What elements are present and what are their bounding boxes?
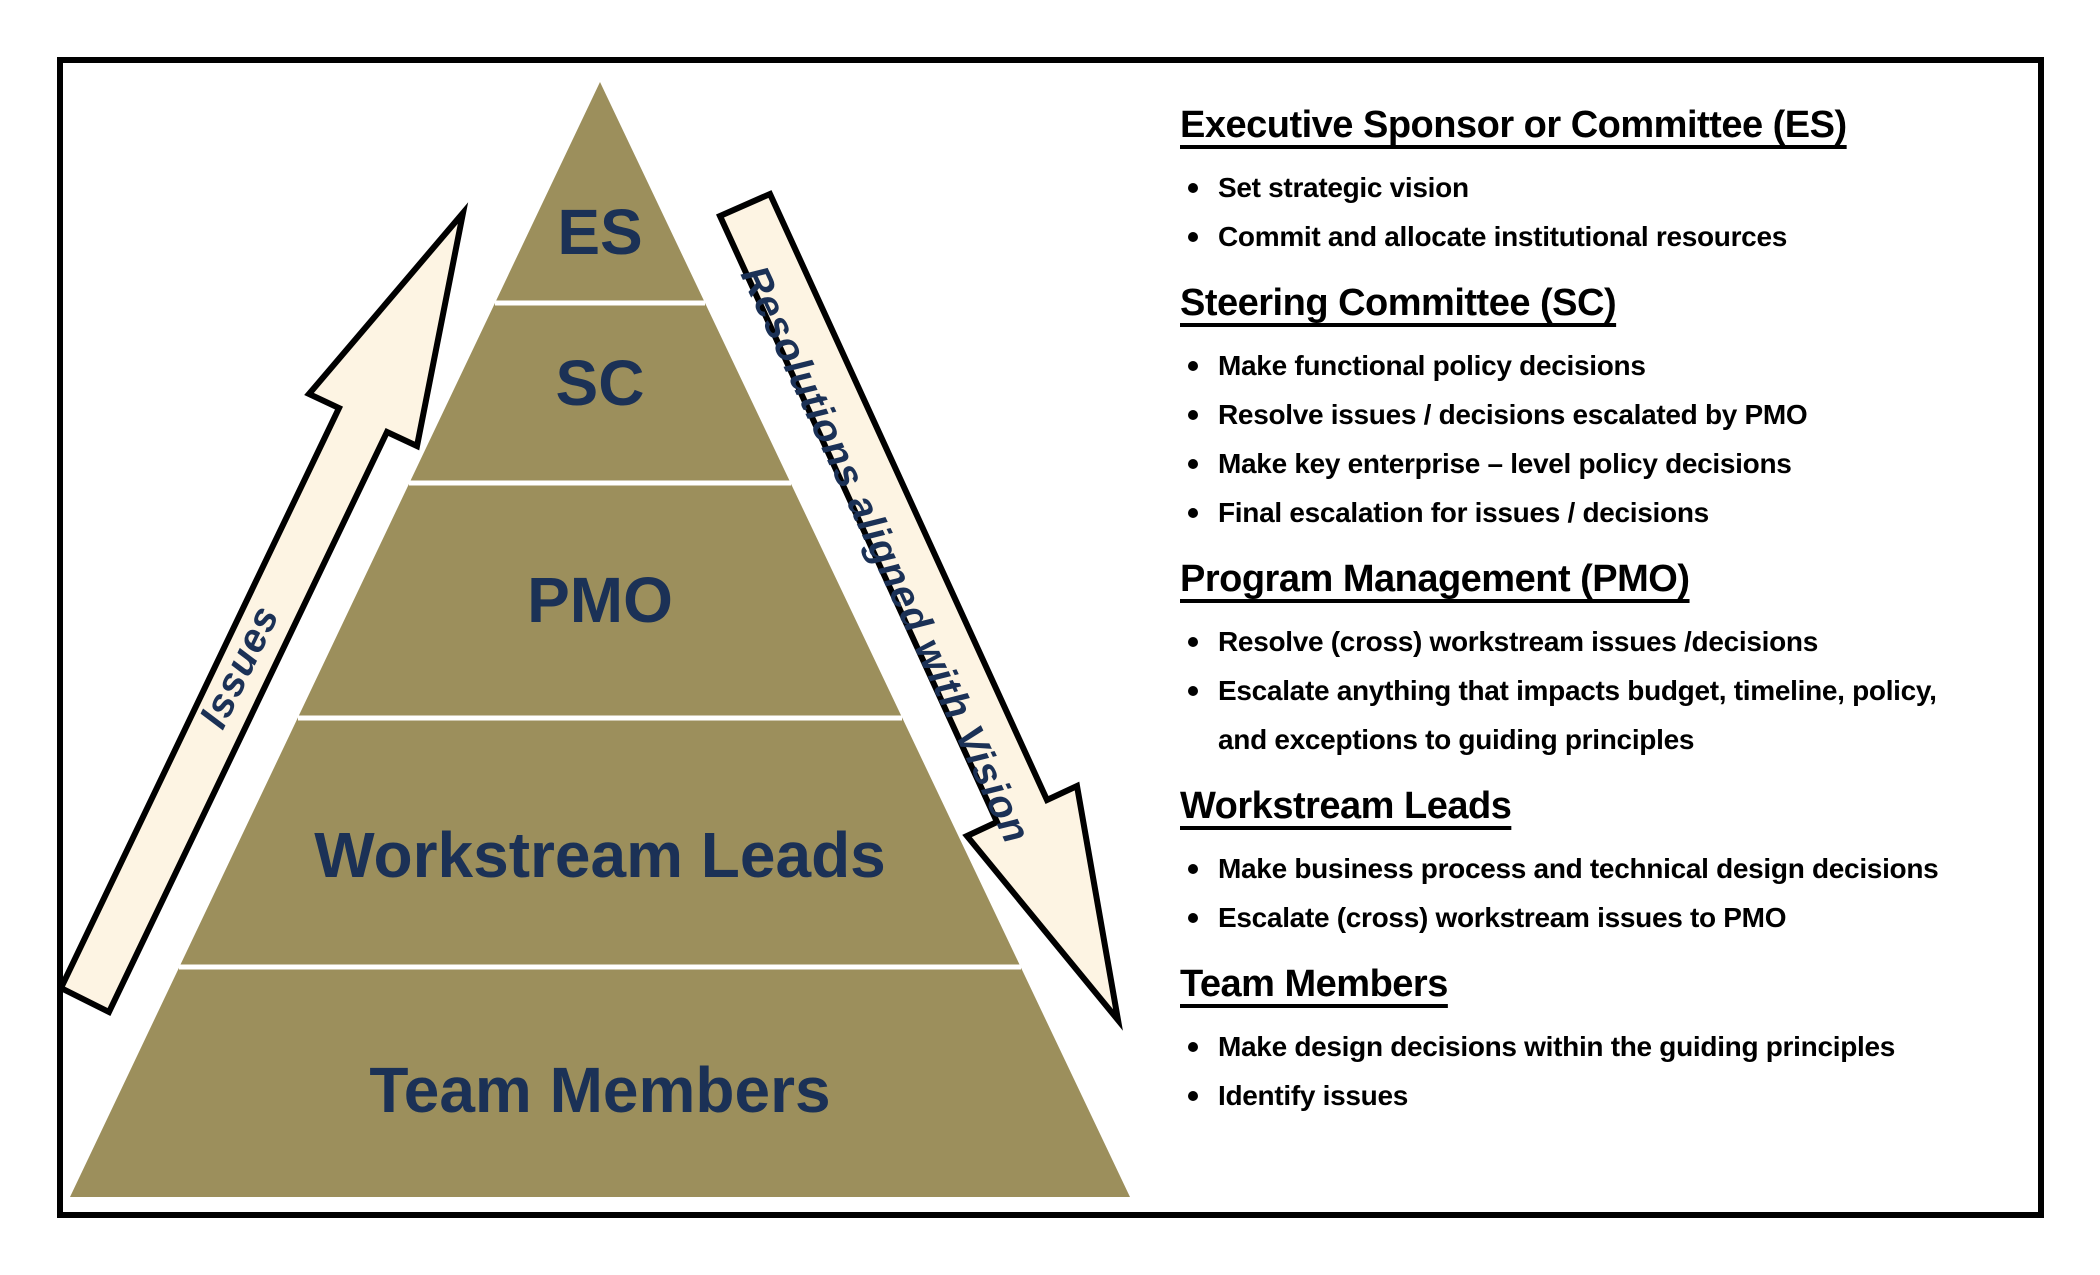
role-section-bullets: Resolve (cross) workstream issues /decis… — [1180, 617, 1990, 764]
pyramid — [70, 82, 1130, 1197]
role-bullet: Make design decisions within the guiding… — [1180, 1022, 1990, 1071]
resolutions-arrow — [716, 190, 1123, 1031]
role-bullet: Make business process and technical desi… — [1180, 844, 1990, 893]
role-section: Executive Sponsor or Committee (ES) Set … — [1180, 95, 1990, 261]
responsibilities-panel: Executive Sponsor or Committee (ES) Set … — [1180, 95, 1990, 1120]
role-section-heading: Workstream Leads — [1180, 785, 1512, 827]
role-bullet: Resolve issues / decisions escalated by … — [1180, 390, 1990, 439]
pyramid-level-label-pmo: PMO — [527, 564, 673, 636]
role-section: Team Members Make design decisions withi… — [1180, 954, 1990, 1120]
role-bullet: Final escalation for issues / decisions — [1180, 488, 1990, 537]
role-bullet: Escalate (cross) workstream issues to PM… — [1180, 893, 1990, 942]
role-section-heading: Executive Sponsor or Committee (ES) — [1180, 104, 1847, 146]
role-bullet: Make key enterprise – level policy decis… — [1180, 439, 1990, 488]
pyramid-level-label-es: ES — [557, 196, 643, 268]
role-section-heading: Steering Committee (SC) — [1180, 282, 1617, 324]
pyramid-level-label-workstream-leads: Workstream Leads — [314, 819, 886, 891]
role-bullet: Commit and allocate institutional resour… — [1180, 212, 1990, 261]
role-section: Steering Committee (SC) Make functional … — [1180, 273, 1990, 537]
role-section: Program Management (PMO) Resolve (cross)… — [1180, 549, 1990, 764]
issues-arrow — [57, 202, 469, 1017]
role-section-bullets: Make business process and technical desi… — [1180, 844, 1990, 942]
role-bullet: Resolve (cross) workstream issues /decis… — [1180, 617, 1990, 666]
pyramid-level-label-team-members: Team Members — [369, 1054, 831, 1126]
role-bullet: Set strategic vision — [1180, 163, 1990, 212]
role-bullet: Make functional policy decisions — [1180, 341, 1990, 390]
role-section-bullets: Make design decisions within the guiding… — [1180, 1022, 1990, 1120]
role-bullet: Escalate anything that impacts budget, t… — [1180, 666, 1990, 764]
pyramid-level-label-sc: SC — [555, 347, 645, 419]
role-section: Workstream Leads Make business process a… — [1180, 776, 1990, 942]
role-section-heading: Team Members — [1180, 963, 1448, 1005]
role-section-heading: Program Management (PMO) — [1180, 558, 1690, 600]
role-bullet: Identify issues — [1180, 1071, 1990, 1120]
